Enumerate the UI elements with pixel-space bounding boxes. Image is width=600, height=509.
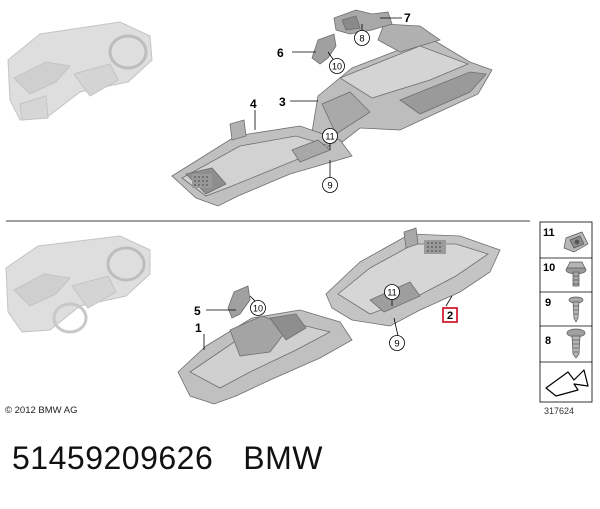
legend-row-11: 11 (543, 227, 589, 253)
svg-text:8: 8 (545, 335, 551, 347)
dashboard-thumbnail-top (7, 21, 153, 121)
legend-row-10: 10 (543, 261, 587, 287)
svg-text:6: 6 (277, 46, 284, 60)
callout-3: 3 (279, 95, 286, 109)
callout-9-top: 9 (322, 177, 338, 193)
glovebox-housing-part-3 (311, 23, 493, 151)
svg-text:8: 8 (359, 34, 364, 45)
callout-5: 5 (194, 304, 201, 318)
svg-text:11: 11 (543, 227, 555, 239)
illustration-number: 317624 (544, 406, 575, 416)
copyright-notice: © 2012 BMW AG (5, 405, 78, 416)
svg-text:1: 1 (195, 321, 202, 335)
vent-grille-bottom (424, 240, 446, 254)
callout-11-top: 11 (322, 128, 338, 144)
orientation-arrow-icon (545, 369, 589, 397)
callout-10-bottom: 10 (250, 300, 266, 316)
callout-11-bottom: 11 (384, 284, 400, 300)
svg-text:9: 9 (545, 297, 551, 309)
bracket-part-6 (311, 33, 337, 65)
svg-text:2: 2 (447, 310, 453, 322)
leader-lines-top (254, 17, 402, 178)
callout-2-highlighted[interactable]: 2 (442, 307, 458, 323)
svg-text:5: 5 (194, 304, 201, 318)
part-number: 51459209626 (12, 440, 214, 476)
clip-nut-icon (563, 231, 589, 253)
vent-grille-top (192, 174, 212, 188)
callout-1: 1 (195, 321, 202, 335)
brand-name: BMW (243, 440, 323, 476)
svg-text:10: 10 (253, 304, 263, 314)
part-caption: 51459209626 BMW (12, 440, 323, 477)
hex-bolt-icon (565, 261, 587, 287)
svg-text:9: 9 (394, 339, 399, 350)
callout-10-top: 10 (329, 58, 345, 74)
svg-text:7: 7 (404, 11, 411, 25)
screw-icon (568, 296, 584, 323)
svg-text:10: 10 (543, 262, 555, 274)
dashboard-thumbnail-bottom (5, 235, 151, 334)
trim-panel-part-1 (177, 309, 353, 405)
callout-9-bottom: 9 (389, 335, 405, 351)
svg-text:11: 11 (325, 132, 334, 142)
bracket-part-5 (227, 285, 251, 319)
bracket-part-7 (333, 9, 393, 35)
screw-icon-large (566, 328, 586, 359)
callout-4: 4 (250, 97, 257, 111)
svg-text:4: 4 (250, 97, 257, 111)
callout-8-top: 8 (354, 30, 370, 46)
legend-row-8: 8 (545, 328, 586, 359)
svg-text:3: 3 (279, 95, 286, 109)
legend-row-9: 9 (545, 296, 584, 323)
svg-text:11: 11 (387, 288, 396, 298)
callout-6: 6 (277, 46, 284, 60)
glovebox-lid-part-2 (325, 227, 501, 327)
svg-text:9: 9 (327, 181, 332, 192)
callout-7: 7 (404, 11, 411, 25)
svg-text:10: 10 (332, 62, 342, 72)
